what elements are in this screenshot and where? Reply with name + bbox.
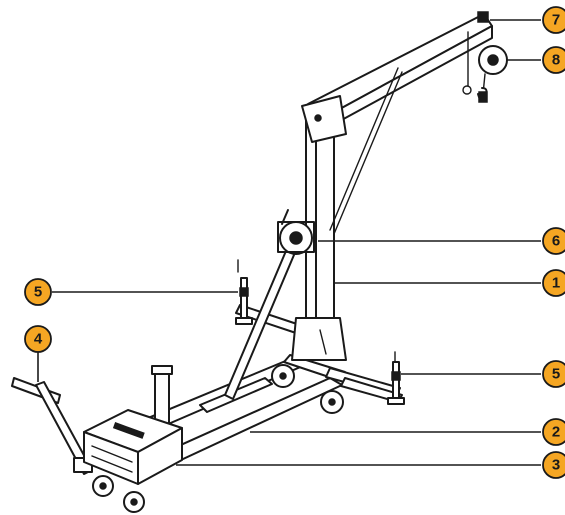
callout-3-label: 3	[552, 457, 560, 474]
leader-lines	[37, 19, 541, 466]
callout-5-left-label: 5	[34, 284, 42, 301]
callout-4-badge	[24, 325, 52, 353]
caster-wheels	[92, 364, 344, 513]
callout-2-label: 2	[552, 424, 560, 441]
callout-4: 4	[24, 325, 52, 353]
callout-6: 6	[542, 227, 565, 255]
callout-1: 1	[542, 269, 565, 297]
callout-5-right: 5	[542, 360, 565, 388]
callout-8-badge	[542, 46, 565, 74]
callout-8: 8	[542, 46, 565, 74]
retractable-lifeline	[477, 45, 508, 103]
tow-handle	[11, 377, 93, 475]
counterweight-box	[83, 409, 183, 485]
callout-1-label: 1	[552, 275, 560, 292]
callout-6-label: 6	[552, 233, 560, 250]
callout-6-badge	[542, 227, 565, 255]
callouts: 7 8 6 1 5 4 5 2	[24, 6, 565, 479]
callout-7-badge	[542, 6, 565, 34]
winch	[277, 209, 315, 255]
callout-5-right-label: 5	[552, 366, 560, 383]
callout-5-right-badge	[542, 360, 565, 388]
callout-3-badge	[542, 451, 565, 479]
hoist-cable	[462, 31, 472, 95]
stabilizer-jack-right	[387, 351, 405, 405]
stabilizer-jack-left	[235, 259, 253, 325]
callout-1-badge	[542, 269, 565, 297]
callout-5-left-badge	[24, 278, 52, 306]
callout-7: 7	[542, 6, 565, 34]
callout-2-badge	[542, 418, 565, 446]
callout-8-label: 8	[552, 52, 560, 69]
callout-4-label: 4	[34, 331, 43, 348]
callout-2: 2	[542, 418, 565, 446]
callout-7-label: 7	[552, 12, 560, 29]
callout-3: 3	[542, 451, 565, 479]
callout-5-left: 5	[24, 278, 52, 306]
boom	[301, 11, 493, 235]
